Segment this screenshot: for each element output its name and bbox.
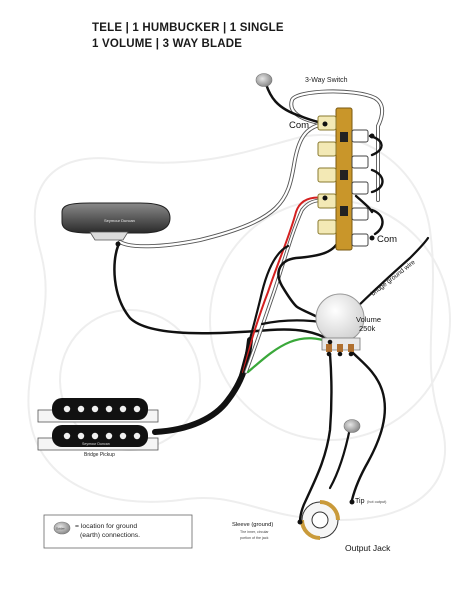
jack-sleeve-label: Sleeve (ground) <box>232 522 273 528</box>
legend-line1: = location for ground <box>75 523 137 530</box>
black-wire-neck-ground <box>113 244 332 342</box>
black-wire-bridge-a <box>238 244 290 378</box>
jack-tip-label: Tip <box>355 498 365 505</box>
black-wire-switch-jumper <box>354 194 374 214</box>
black-wire-switch-to-pot <box>277 236 342 324</box>
ground-lug-top <box>255 73 273 87</box>
black-wire-bridge-ground <box>350 236 430 314</box>
neck-pickup <box>61 202 171 247</box>
legend-icon-text: Solder <box>56 527 65 531</box>
white-wire-neck2 <box>118 122 327 248</box>
legend-box <box>43 514 193 549</box>
bridge-ground-label: bridge ground wire <box>370 259 417 298</box>
bridge-cable-bundle <box>152 337 253 435</box>
three-way-switch <box>317 107 375 251</box>
black-wire-pot-to-sleeve <box>298 352 333 524</box>
switch-label: 3-Way Switch <box>305 77 348 84</box>
jack-tip-note: (hot output) <box>367 500 387 504</box>
neck-pickup-brand: Seymour Duncan <box>104 218 135 223</box>
guitar-body-outline <box>27 133 451 522</box>
bridge-pickup <box>37 398 159 451</box>
switch-contacts <box>340 132 348 216</box>
red-wire-bridge <box>241 196 326 373</box>
bridge-pickup-poles-top <box>63 405 141 413</box>
wires <box>113 82 430 524</box>
bridge-pickup-label: Bridge Pickup <box>84 452 115 458</box>
black-wire-pot-to-tip <box>350 350 387 502</box>
volume-label: Volume <box>356 315 381 324</box>
green-wire-bridge <box>246 337 332 374</box>
white-wire-bridge-outline <box>244 198 327 374</box>
jack-sleeve-note2: portion of the jack <box>240 536 269 540</box>
switch-solder-dots <box>322 121 375 241</box>
volume-value-label: 250k <box>359 324 376 333</box>
switch-lugs-left <box>317 115 337 235</box>
legend-line2: (earth) connections. <box>80 532 140 539</box>
output-jack <box>297 499 355 540</box>
black-wire-top-ground <box>264 82 327 126</box>
bridge-pickup-brand: Seymour Duncan <box>82 442 110 446</box>
diagram-title-line1: TELE | 1 HUMBUCKER | 1 SINGLE <box>92 22 284 34</box>
output-jack-label: Output Jack <box>345 543 391 553</box>
diagram-title-line2: 1 VOLUME | 3 WAY BLADE <box>92 38 243 50</box>
switch-com-bottom-label: Com <box>377 234 397 245</box>
black-wire-jack-ground <box>328 426 352 490</box>
legend-ground-lug-icon <box>53 521 71 535</box>
jack-sleeve-note1: The inner, circular <box>240 530 269 534</box>
switch-lugs-right <box>351 129 369 247</box>
volume-pot <box>315 293 365 357</box>
ground-lug-jack <box>343 419 361 433</box>
switch-com-top-label: Com <box>289 120 309 131</box>
white-wire-bridge <box>245 199 326 373</box>
bridge-pickup-poles-bottom <box>63 432 141 440</box>
